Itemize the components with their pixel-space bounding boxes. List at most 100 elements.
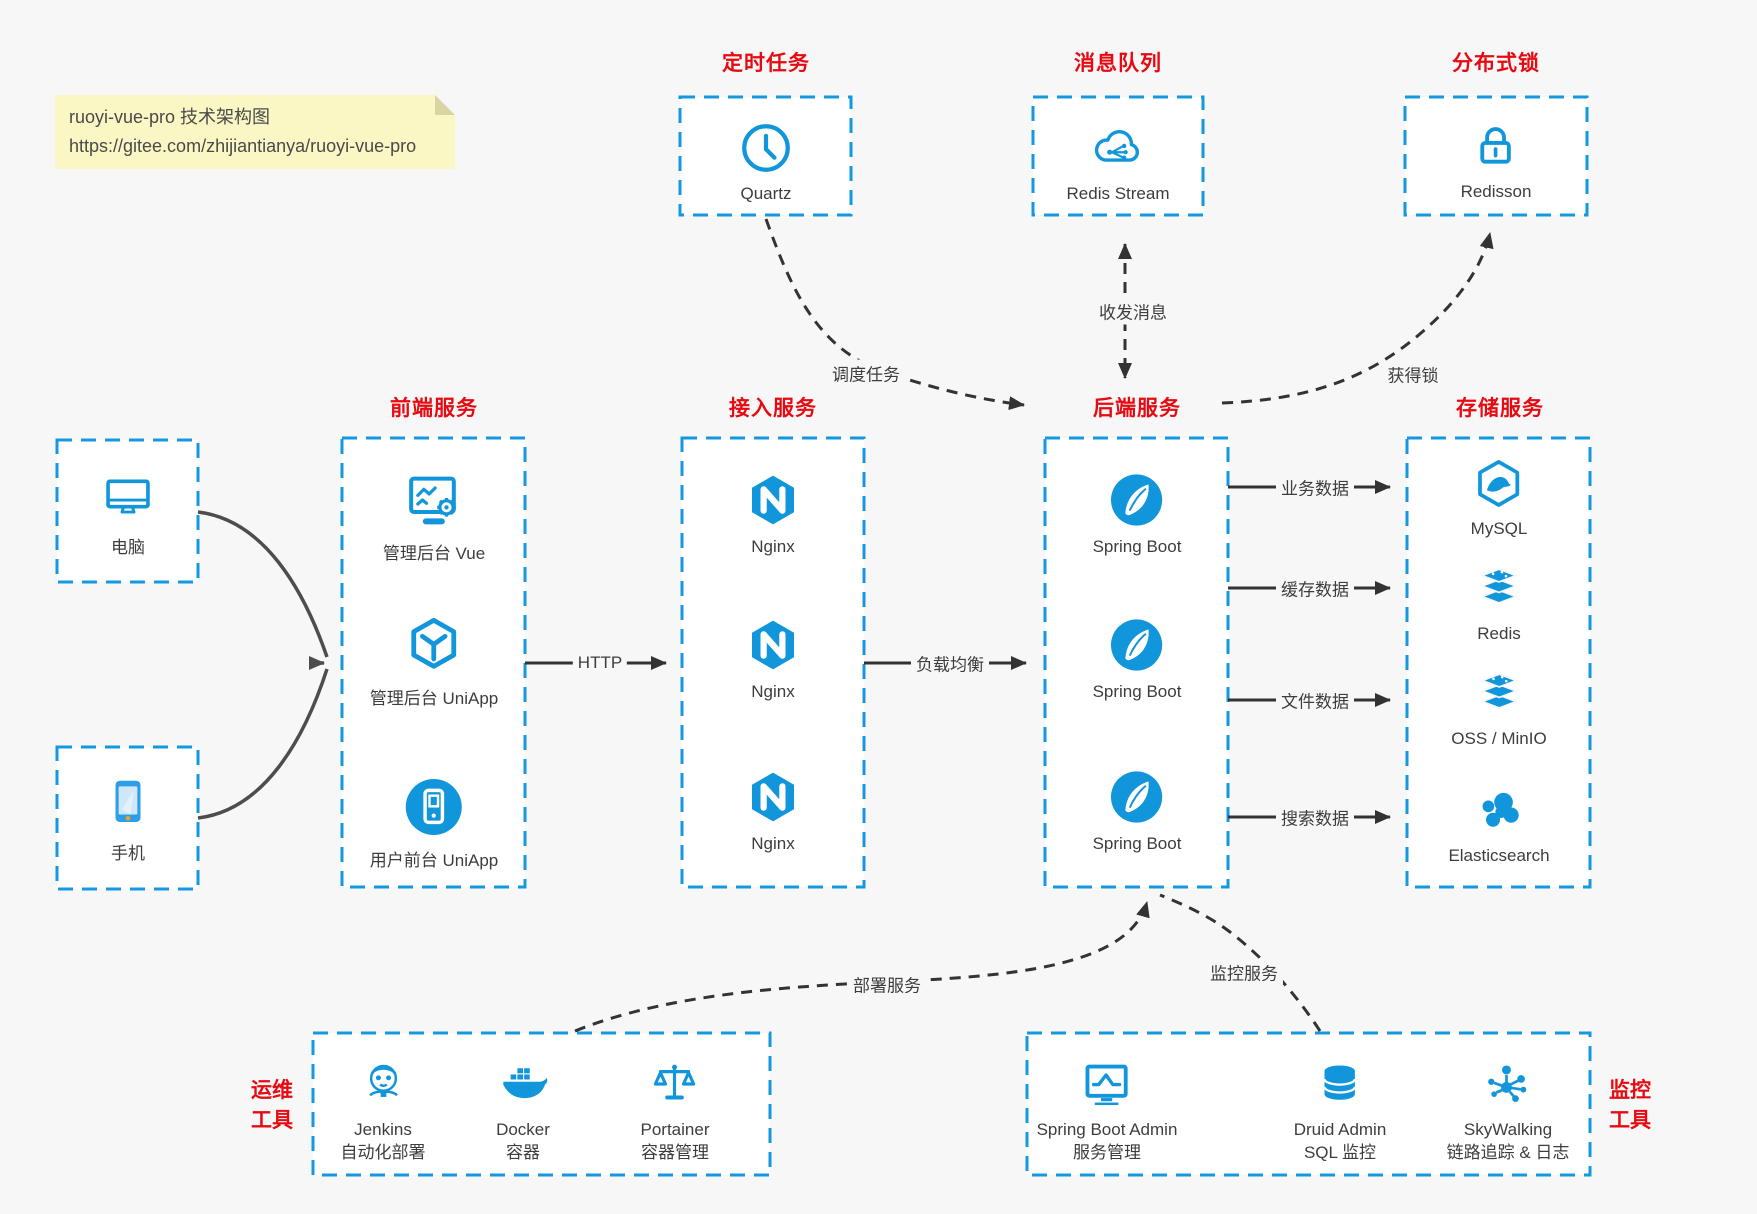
mysql-icon <box>1478 459 1520 507</box>
title-scheduled-tasks: 定时任务 <box>722 52 810 75</box>
edge-label-message: 收发消息 <box>1094 297 1172 325</box>
docker-node: Docker 容器 <box>496 1057 550 1164</box>
jenkins-node: Jenkins 自动化部署 <box>341 1057 426 1164</box>
edge-phone-to-frontend <box>197 668 329 820</box>
cloud-network-icon <box>1095 130 1140 162</box>
oss-minio-node: OSS / MinIO <box>1451 666 1547 749</box>
network-cluster-icon <box>1488 1065 1527 1102</box>
nginx-label-1: Nginx <box>751 537 795 556</box>
edge-label-lock: 获得锁 <box>1382 360 1444 388</box>
jenkins-label: Jenkins 自动化部署 <box>340 1120 426 1162</box>
springboot-label-3: Spring Boot <box>1092 834 1182 853</box>
nginx-node-1: Nginx <box>743 470 803 557</box>
docker-icon <box>503 1068 548 1099</box>
springboot-admin-label: Spring Boot Admin 服务管理 <box>1036 1120 1178 1162</box>
mysql-node: MySQL <box>1470 456 1528 539</box>
skywalking-node: SkyWalking 链路追踪 & 日志 <box>1446 1057 1570 1164</box>
elasticsearch-icon <box>1482 792 1519 827</box>
druid-admin-node: Druid Admin SQL 监控 <box>1293 1057 1387 1164</box>
edge-label-deploy: 部署服务 <box>848 970 926 998</box>
mysql-label: MySQL <box>1470 519 1528 538</box>
sticky-note: ruoyi-vue-pro 技术架构图 https://gitee.com/zh… <box>55 95 455 169</box>
note-fold-corner <box>435 95 455 115</box>
title-ops-tools: 运维 工具 <box>251 1079 293 1132</box>
portainer-label: Portainer 容器管理 <box>640 1120 710 1162</box>
user-uniapp-node: 用户前台 UniApp <box>370 775 498 871</box>
redis-stream-node: Redis Stream <box>1066 119 1170 204</box>
admin-vue-label: 管理后台 Vue <box>382 544 486 563</box>
edge-label-business-data: 业务数据 <box>1276 473 1354 501</box>
uniapp-cube-icon <box>411 617 457 669</box>
redisson-label: Redisson <box>1460 182 1532 201</box>
user-uniapp-label: 用户前台 UniApp <box>369 851 499 870</box>
nginx-label-3: Nginx <box>751 834 795 853</box>
nginx-icon <box>752 475 794 525</box>
nginx-node-3: Nginx <box>743 767 803 854</box>
title-gateway-services: 接入服务 <box>729 397 817 420</box>
title-monitor-tools: 监控 工具 <box>1609 1079 1651 1132</box>
storage-stack-icon <box>1479 673 1519 709</box>
admin-vue-node: 管理后台 Vue <box>383 468 485 564</box>
spring-leaf-icon <box>1111 771 1163 823</box>
springboot-label-2: Spring Boot <box>1092 682 1182 701</box>
ops-tools-box <box>311 1031 772 1177</box>
desktop-icon <box>106 479 150 514</box>
pc-label: 电脑 <box>111 538 145 557</box>
monitor-gear-icon <box>409 476 456 525</box>
edge-label-load-balance: 负载均衡 <box>911 649 989 677</box>
portainer-node: Portainer 容器管理 <box>640 1057 710 1164</box>
edge-label-http: HTTP <box>572 652 628 674</box>
title-storage-services: 存储服务 <box>1456 397 1544 420</box>
springboot-admin-node: Spring Boot Admin 服务管理 <box>1036 1057 1178 1164</box>
quartz-box <box>678 95 853 217</box>
springboot-node-2: Spring Boot <box>1092 615 1182 702</box>
edge-deploy-arrow <box>574 901 1150 1033</box>
druid-admin-label: Druid Admin SQL 监控 <box>1293 1120 1387 1162</box>
title-message-queue: 消息队列 <box>1074 52 1162 75</box>
redis-stream-label: Redis Stream <box>1066 184 1170 203</box>
nginx-node-2: Nginx <box>743 615 803 702</box>
phone-label: 手机 <box>111 844 145 863</box>
spring-leaf-icon <box>1111 619 1163 671</box>
monitor-chart-icon <box>1085 1064 1129 1106</box>
admin-uniapp-node: 管理后台 UniApp <box>370 613 498 709</box>
edge-label-search-data: 搜索数据 <box>1276 803 1354 831</box>
redis-stack-icon <box>1479 568 1519 604</box>
scales-icon <box>654 1064 696 1100</box>
edge-lock-arrow <box>1221 232 1494 405</box>
monitor-tools-box <box>1025 1031 1592 1177</box>
note-title: ruoyi-vue-pro 技术架构图 <box>69 107 271 127</box>
spring-leaf-icon <box>1111 474 1163 526</box>
smartphone-icon <box>115 780 141 822</box>
oss-minio-label: OSS / MinIO <box>1451 729 1547 748</box>
nginx-label-2: Nginx <box>751 682 795 701</box>
note-url: https://gitee.com/zhijiantianya/ruoyi-vu… <box>69 136 417 156</box>
edge-label-file-data: 文件数据 <box>1276 686 1354 714</box>
title-frontend-services: 前端服务 <box>390 397 478 420</box>
edge-pc-to-frontend <box>197 510 329 658</box>
springboot-node-3: Spring Boot <box>1092 767 1182 854</box>
quartz-label: Quartz <box>740 184 792 203</box>
springboot-node-1: Spring Boot <box>1093 470 1181 557</box>
title-distributed-lock: 分布式锁 <box>1452 52 1540 75</box>
elasticsearch-node: Elasticsearch <box>1448 783 1550 866</box>
title-backend-services: 后端服务 <box>1093 397 1181 420</box>
phone-node: 手机 <box>98 772 158 864</box>
skywalking-label: SkyWalking 链路追踪 & 日志 <box>1446 1120 1570 1162</box>
edge-label-cache-data: 缓存数据 <box>1276 574 1354 602</box>
admin-uniapp-label: 管理后台 UniApp <box>369 689 499 708</box>
edge-label-schedule: 调度任务 <box>827 359 905 387</box>
pc-node: 电脑 <box>99 468 157 558</box>
edge-label-monitor: 监控服务 <box>1205 958 1283 986</box>
jenkins-icon <box>368 1064 398 1097</box>
lock-icon <box>1480 127 1512 164</box>
mobile-app-circle-icon <box>405 779 462 835</box>
clock-icon <box>742 124 790 172</box>
redis-node: Redis <box>1471 561 1527 644</box>
elasticsearch-label: Elasticsearch <box>1448 846 1550 865</box>
quartz-node: Quartz <box>737 119 795 204</box>
redis-label: Redis <box>1477 624 1521 643</box>
database-icon <box>1323 1065 1357 1100</box>
nginx-icon <box>752 620 794 670</box>
